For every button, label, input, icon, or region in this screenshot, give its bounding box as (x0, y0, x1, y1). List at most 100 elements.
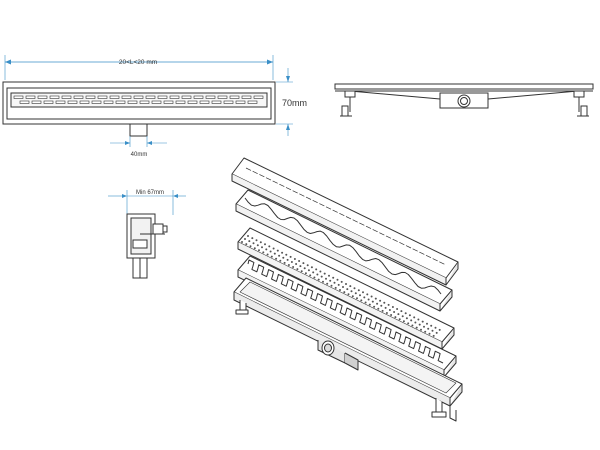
dot (405, 317, 408, 320)
slot (91, 100, 102, 104)
slot (175, 100, 186, 104)
dot (381, 309, 384, 312)
slot (253, 95, 264, 99)
dot (359, 294, 361, 297)
slot (352, 219, 358, 223)
dot (397, 313, 400, 316)
dot (350, 290, 353, 293)
slot (115, 100, 126, 104)
slot (163, 100, 174, 104)
dot (244, 238, 246, 240)
length-dimension: 20<L<20 mm (4, 55, 274, 80)
dot (368, 303, 371, 306)
slot (19, 100, 30, 104)
channel-feet (235, 300, 457, 422)
dot (289, 255, 292, 258)
slot (109, 95, 120, 99)
dot (407, 322, 410, 325)
dot (286, 258, 289, 261)
dot (349, 285, 352, 288)
dot (261, 246, 263, 249)
dot (423, 325, 425, 328)
dot (300, 270, 303, 273)
dot (420, 328, 422, 331)
dot (328, 274, 330, 277)
slot (151, 100, 162, 104)
dot (353, 287, 356, 290)
dot (363, 296, 366, 299)
dot (322, 280, 324, 283)
dot (303, 267, 306, 270)
outlet-pipe (129, 123, 148, 137)
min-depth-label: Min 67mm (136, 190, 164, 196)
length-label: 20<L<20 mm (119, 59, 157, 66)
slot (139, 100, 150, 104)
slot (205, 95, 216, 99)
dot (275, 257, 278, 260)
dot (354, 292, 357, 295)
dot (367, 298, 370, 301)
slot (193, 95, 204, 99)
slot (97, 95, 108, 99)
dot (287, 264, 290, 266)
dot (373, 305, 376, 308)
dot (293, 258, 296, 260)
dot (379, 299, 382, 302)
dot (315, 268, 318, 271)
outlet-circle (457, 94, 471, 108)
dot (269, 250, 272, 253)
slot (305, 196, 312, 200)
slot (325, 206, 332, 210)
slot (127, 100, 138, 104)
slot (157, 95, 168, 99)
dot (438, 328, 441, 331)
dotted-grate (237, 227, 455, 350)
dot (366, 293, 369, 296)
dot (270, 255, 273, 258)
dot (285, 253, 288, 256)
dot (272, 247, 275, 250)
left-leveling-foot (340, 90, 356, 117)
dot (241, 241, 243, 243)
dot (435, 331, 438, 334)
dot (357, 289, 360, 292)
slot (405, 245, 412, 249)
dot (290, 261, 293, 263)
dot (345, 283, 347, 285)
dot (245, 243, 248, 246)
dot (282, 256, 285, 259)
dot (401, 315, 404, 318)
outlet-width-dimension: 40mm (110, 136, 167, 158)
slot (25, 95, 36, 99)
dot (262, 251, 265, 254)
dot (296, 268, 299, 271)
slot (223, 100, 234, 104)
dot (346, 288, 349, 291)
dot (408, 314, 411, 317)
slot (241, 95, 252, 99)
dot (377, 307, 380, 310)
slot (299, 193, 305, 197)
slot (385, 235, 392, 239)
dot (279, 259, 282, 262)
dot (434, 326, 437, 329)
dot (252, 242, 255, 245)
dot (376, 302, 379, 305)
dot (411, 324, 414, 327)
height-dimension: 70mm (276, 68, 307, 136)
slot (55, 100, 66, 104)
slot (319, 203, 325, 207)
slot (145, 95, 156, 99)
right-leveling-foot (573, 90, 589, 117)
dot (306, 264, 309, 267)
drain-cross-section: Min 67mm (108, 190, 186, 279)
dot (404, 312, 407, 315)
slot (67, 100, 78, 104)
slot (73, 95, 84, 99)
slot (359, 222, 365, 226)
dot (259, 241, 262, 244)
slot (379, 232, 385, 236)
dot (268, 245, 271, 248)
slot (279, 183, 285, 187)
